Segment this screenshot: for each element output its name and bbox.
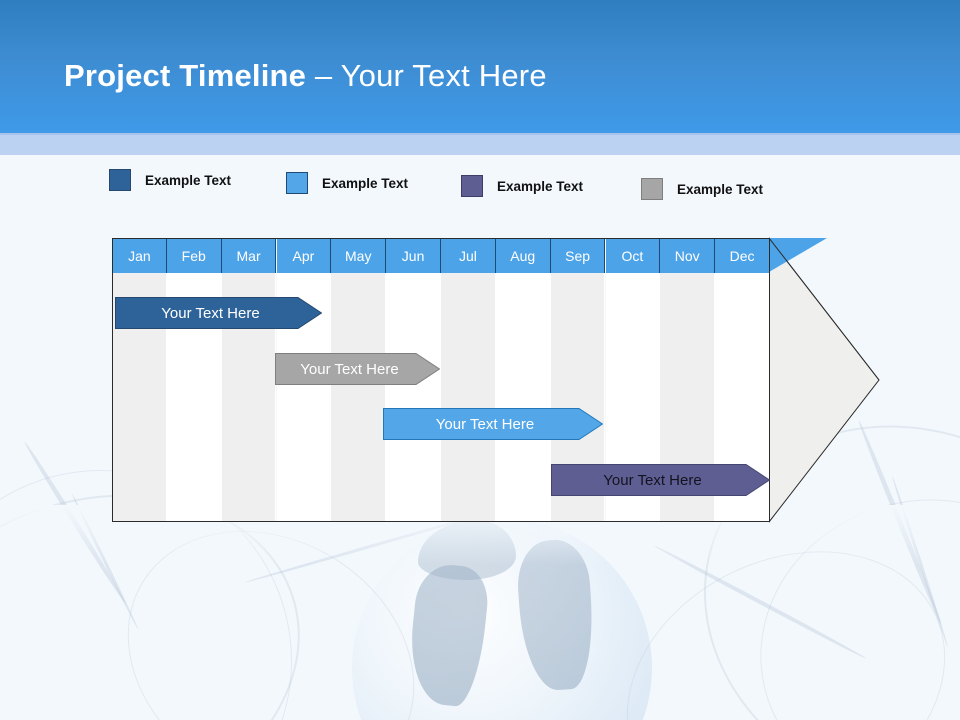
bar-arrow-shape bbox=[551, 464, 770, 496]
month-header-aug[interactable]: Aug bbox=[495, 238, 551, 273]
bar-label: Your Text Here bbox=[435, 415, 535, 433]
bar-label: Your Text Here bbox=[161, 304, 260, 322]
square-swatch-icon bbox=[461, 175, 483, 197]
month-header-oct[interactable]: Oct bbox=[605, 238, 661, 273]
legend-item-label: Example Text bbox=[677, 181, 764, 197]
bar-arrow-shape bbox=[275, 353, 440, 385]
timeline-column-body bbox=[441, 273, 496, 522]
month-header-sep[interactable]: Sep bbox=[550, 238, 606, 273]
timeline-column-body bbox=[331, 273, 387, 522]
timeline-column-jul: Jul bbox=[441, 238, 496, 522]
legend-item-label: Example Text bbox=[322, 175, 409, 191]
month-header-jan[interactable]: Jan bbox=[112, 238, 167, 273]
timeline-column-body bbox=[495, 273, 551, 522]
legend-item-label: Example Text bbox=[497, 178, 584, 194]
timeline-column-jun: Jun bbox=[386, 238, 441, 522]
legend: Example Text Example Text Example Text E… bbox=[0, 155, 960, 215]
legend-item-1[interactable]: Example Text bbox=[109, 169, 231, 191]
header-accent-line bbox=[0, 133, 960, 135]
month-header-mar[interactable]: Mar bbox=[221, 238, 277, 273]
square-swatch-icon bbox=[641, 178, 663, 200]
timeline-arrow-head bbox=[769, 237, 881, 523]
timeline-column-body bbox=[386, 273, 441, 522]
page-title-bold: Project Timeline bbox=[64, 58, 315, 93]
month-header-feb[interactable]: Feb bbox=[166, 238, 222, 273]
square-swatch-icon bbox=[286, 172, 308, 194]
month-header-nov[interactable]: Nov bbox=[660, 238, 716, 273]
timeline-bar-2[interactable]: Your Text Here bbox=[275, 353, 440, 385]
month-header-apr[interactable]: Apr bbox=[276, 238, 332, 273]
slide-header: Project Timeline – Your Text Here bbox=[0, 0, 960, 133]
month-header-dec[interactable]: Dec bbox=[715, 238, 770, 273]
timeline-outline bbox=[112, 238, 770, 522]
legend-item-label: Example Text bbox=[145, 172, 232, 188]
timeline-bar-4[interactable]: Your Text Here bbox=[551, 464, 770, 496]
timeline-column-aug: Aug bbox=[495, 238, 551, 522]
square-swatch-icon bbox=[109, 169, 131, 191]
legend-item-3[interactable]: Example Text bbox=[461, 175, 583, 197]
month-header-jun[interactable]: Jun bbox=[386, 238, 441, 273]
month-header-may[interactable]: May bbox=[331, 238, 387, 273]
legend-item-2[interactable]: Example Text bbox=[286, 172, 408, 194]
page-title: Project Timeline – Your Text Here bbox=[64, 58, 547, 94]
bar-arrow-shape bbox=[115, 297, 322, 329]
bar-arrow-shape bbox=[383, 408, 603, 440]
header-accent-band bbox=[0, 133, 960, 155]
timeline-column-may: May bbox=[331, 238, 387, 522]
timeline-bar-3[interactable]: Your Text Here bbox=[383, 408, 603, 440]
bar-label: Your Text Here bbox=[603, 471, 702, 489]
timeline-bar-1[interactable]: Your Text Here bbox=[115, 297, 322, 329]
legend-item-4[interactable]: Example Text bbox=[641, 178, 763, 200]
page-title-rest: – Your Text Here bbox=[314, 58, 547, 93]
bar-label: Your Text Here bbox=[300, 360, 399, 378]
month-header-jul[interactable]: Jul bbox=[441, 238, 496, 273]
